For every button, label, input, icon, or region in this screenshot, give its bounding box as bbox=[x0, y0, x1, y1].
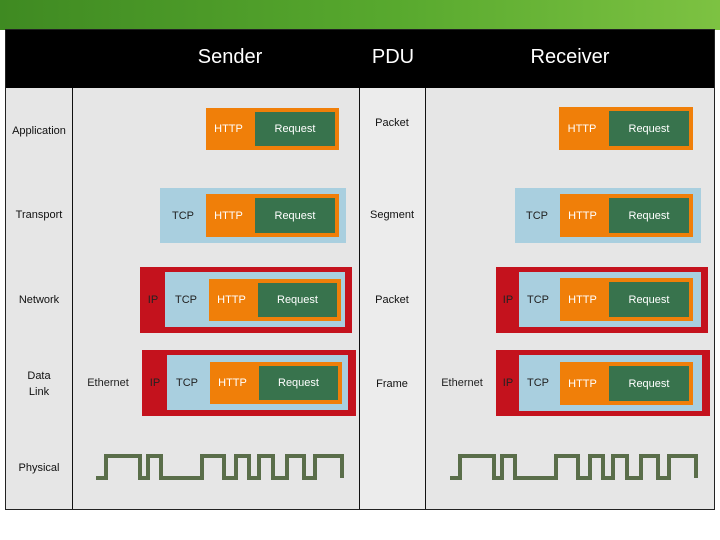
pdu-label-packet: Packet bbox=[375, 294, 409, 306]
tcp-header-label: TCP bbox=[527, 377, 549, 389]
http-header-block: HTTP bbox=[559, 107, 605, 150]
receiver-signal-waveform bbox=[450, 454, 698, 480]
layer-label-datalink: Data Link bbox=[27, 370, 51, 398]
http-header-block: HTTP bbox=[210, 362, 255, 404]
ethernet-header-label: Ethernet bbox=[87, 377, 129, 389]
column-divider bbox=[425, 88, 426, 509]
request-block: Request bbox=[255, 112, 335, 146]
column-divider bbox=[359, 88, 360, 509]
request-block: Request bbox=[609, 111, 689, 146]
ip-header-label: IP bbox=[147, 294, 159, 306]
http-header-block: HTTP bbox=[206, 194, 251, 237]
tcp-header-label: TCP bbox=[526, 209, 548, 222]
diagram-frame bbox=[5, 29, 715, 510]
layer-label-physical: Physical bbox=[18, 462, 60, 474]
column-divider bbox=[72, 88, 73, 509]
ip-header-label: IP bbox=[149, 377, 161, 389]
layer-label-network: Network bbox=[18, 294, 60, 306]
pdu-label-frame: Frame bbox=[376, 378, 408, 390]
header-row bbox=[6, 30, 714, 88]
request-block: Request bbox=[609, 198, 689, 233]
request-block: Request bbox=[259, 366, 338, 400]
sender-signal-waveform bbox=[96, 454, 344, 480]
pdu-heading: PDU bbox=[371, 46, 415, 68]
layer-column bbox=[6, 88, 72, 509]
http-header-block: HTTP bbox=[560, 278, 605, 321]
tcp-header-label: TCP bbox=[175, 293, 197, 306]
layer-label-application: Application bbox=[12, 125, 66, 137]
pdu-column bbox=[360, 88, 425, 509]
receiver-heading: Receiver bbox=[530, 46, 610, 68]
http-header-block: HTTP bbox=[560, 194, 605, 237]
ip-header-label: IP bbox=[502, 377, 514, 389]
ip-header-label: IP bbox=[502, 294, 514, 306]
pdu-label-packet: Packet bbox=[375, 117, 409, 129]
tcp-header-label: TCP bbox=[172, 209, 194, 222]
ethernet-header-label: Ethernet bbox=[441, 377, 483, 389]
request-block: Request bbox=[609, 282, 689, 317]
request-block: Request bbox=[255, 198, 335, 233]
request-block: Request bbox=[609, 366, 689, 401]
pdu-label-segment: Segment bbox=[369, 209, 415, 221]
http-header-block: HTTP bbox=[206, 108, 251, 150]
request-block: Request bbox=[258, 283, 337, 317]
sender-heading: Sender bbox=[197, 46, 263, 68]
http-header-block: HTTP bbox=[560, 362, 605, 405]
tcp-header-label: TCP bbox=[527, 293, 549, 306]
tcp-header-label: TCP bbox=[176, 376, 198, 389]
title-bar bbox=[0, 0, 720, 30]
layer-label-transport: Transport bbox=[15, 209, 63, 221]
http-header-block: HTTP bbox=[209, 279, 254, 321]
